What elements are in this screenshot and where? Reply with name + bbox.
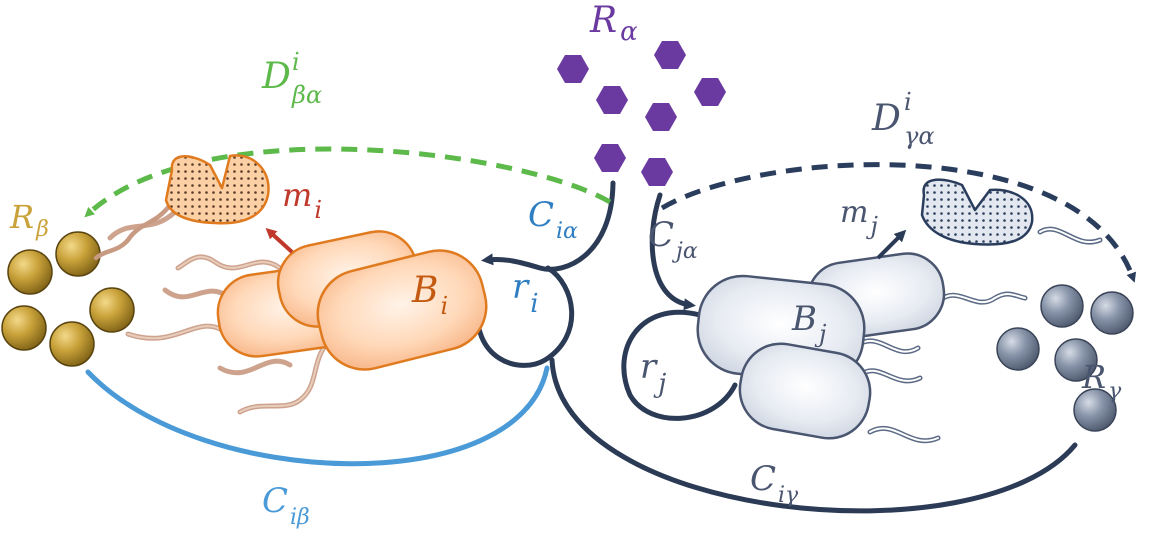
hexagon-resource-icon [694, 78, 726, 106]
b-i-bacteria [107, 209, 488, 415]
label-r-gamma: Rγ [1081, 358, 1122, 404]
label-c-j-alpha: Cjα [648, 215, 698, 264]
d-gamma-alpha-dashed-arrow [660, 162, 1137, 283]
m-i-secretion-arrow [265, 227, 294, 254]
pacman-enzyme-icon [164, 154, 270, 225]
sphere-resource-icon [996, 327, 1040, 371]
label-r-beta: Rβ [9, 198, 49, 242]
svg-text:γα: γα [904, 122, 935, 150]
r-i-loop [474, 265, 575, 368]
r-j-loop [621, 309, 738, 421]
c-j-alpha-arrow [649, 192, 696, 311]
m-j-enzyme [876, 178, 1034, 260]
flagellum-icon [93, 202, 173, 261]
bacterium-cell-icon [316, 249, 488, 371]
hexagon-resource-icon [596, 86, 628, 114]
d-beta-alpha-dashed-arrow [84, 146, 612, 218]
label-r-j: rj [640, 347, 666, 399]
r-alpha-hexagons [557, 41, 726, 186]
hexagon-resource-icon [594, 144, 626, 172]
svg-text:i: i [292, 48, 300, 76]
svg-text:i: i [904, 88, 912, 116]
label-c-i-alpha: Ciα [528, 195, 578, 244]
r-beta-spheres [1, 231, 135, 367]
hexagon-resource-icon [654, 41, 686, 69]
sphere-resource-icon [1, 305, 47, 351]
c-i-gamma-curve [549, 357, 1078, 514]
hexagon-resource-icon [641, 158, 673, 186]
m-j-secretion-arrow [876, 229, 907, 260]
label-d-gamma-alpha: D i γα [871, 88, 935, 150]
label-m-i: mi [282, 176, 322, 224]
hexagon-resource-icon [557, 55, 589, 83]
svg-text:D: D [261, 56, 291, 97]
sphere-resource-icon [7, 249, 53, 295]
b-j-bacteria [696, 226, 1103, 444]
sphere-resource-icon [1073, 388, 1117, 432]
sphere-resource-icon [55, 231, 101, 277]
hexagon-resource-icon [645, 103, 677, 131]
sphere-resource-icon [49, 321, 95, 367]
m-i-enzyme [93, 154, 294, 261]
sphere-resource-icon [1090, 291, 1134, 335]
label-d-beta-alpha: D i βα [261, 48, 322, 109]
pacman-enzyme-icon [920, 178, 1034, 246]
label-r-i: ri [512, 267, 539, 319]
svg-text:D: D [871, 98, 901, 139]
sphere-resource-icon [1054, 338, 1098, 382]
label-b-i: Bi [411, 270, 448, 320]
label-c-i-gamma: Ciγ [750, 459, 799, 508]
c-i-beta-curve [85, 365, 550, 467]
sphere-resource-icon [89, 287, 135, 333]
label-c-i-beta: Ciβ [262, 481, 310, 530]
r-gamma-spheres [996, 284, 1134, 432]
svg-text:βα: βα [291, 81, 322, 109]
label-m-j: mj [840, 195, 878, 240]
bacterium-cell-icon [738, 342, 872, 440]
flagellum-icon [217, 358, 293, 376]
sphere-resource-icon [1040, 284, 1084, 328]
